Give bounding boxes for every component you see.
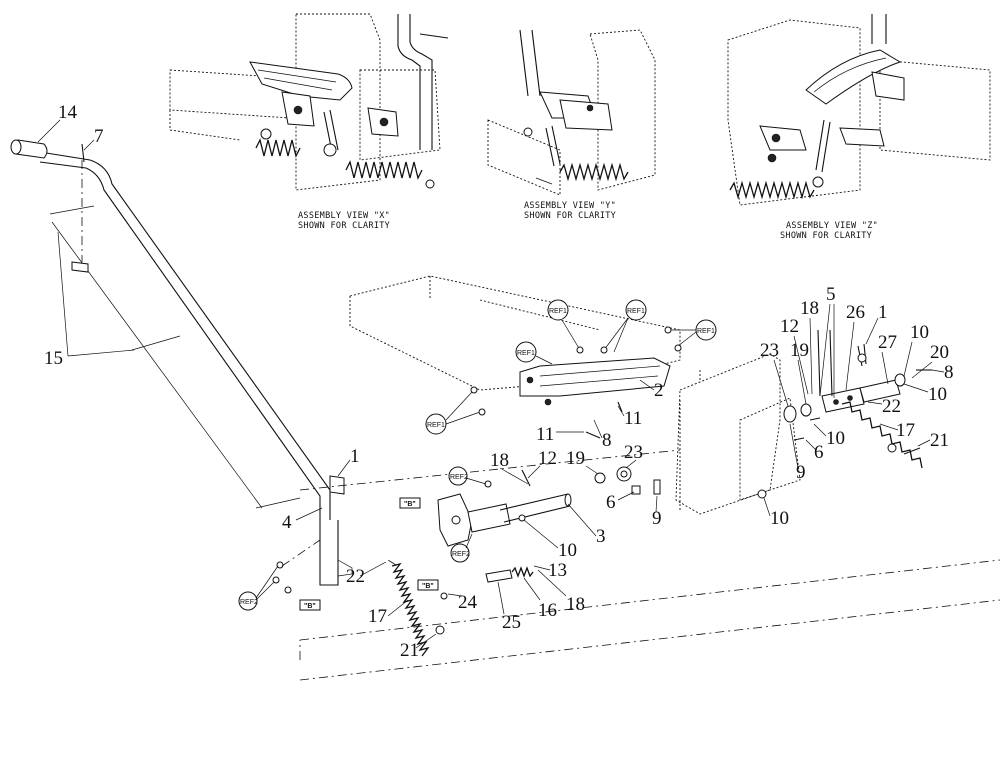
callout-23-mid: 23: [624, 442, 643, 463]
callout-15: 15: [44, 348, 63, 369]
lever-shaft-assembly: REF2 REF2 "B" "B" 3 10 18 12 19 23 6 9 2…: [299, 442, 1000, 681]
callout-23-right: 23: [760, 340, 779, 361]
ref1-tag-3: REF1: [697, 328, 715, 335]
callout-10-top: 10: [910, 322, 929, 343]
callout-27: 27: [878, 332, 897, 353]
callout-21-left: 21: [400, 640, 419, 661]
callout-26: 26: [846, 302, 865, 323]
callout-6-mid: 6: [606, 492, 616, 513]
ref1-tag-4: REF1: [517, 350, 535, 357]
view-y-caption-line1: ASSEMBLY VIEW "Y": [524, 201, 616, 211]
callout-8-right: 8: [944, 362, 954, 383]
ref2-tag-lower: REF2: [452, 551, 470, 558]
view-y-caption-line2: SHOWN FOR CLARITY: [524, 211, 616, 221]
callout-11-left: 11: [536, 424, 554, 445]
callout-24: 24: [458, 592, 478, 613]
callout-4: 4: [282, 512, 292, 533]
callout-10-right: 10: [928, 384, 947, 405]
callout-17-left: 17: [368, 606, 387, 627]
callout-9-right: 9: [796, 462, 806, 483]
ref2-tag-left: REF2: [240, 599, 258, 606]
right-plate-assembly: 10 23 19 12 18 5 26 1 10: [675, 284, 954, 529]
callout-18-lower: 18: [566, 594, 585, 615]
callout-13: 13: [548, 560, 567, 581]
callout-18-right: 18: [800, 298, 819, 319]
callout-10-bottom: 10: [770, 508, 789, 529]
frame-and-bumper: 2 REF1 REF1 REF1 REF1 REF1 11 8 11: [349, 275, 717, 451]
callout-10-mid-right: 10: [826, 428, 845, 449]
callout-12-mid: 12: [538, 448, 557, 469]
callout-8-mid: 8: [602, 430, 612, 451]
assembly-view-z: ASSEMBLY VIEW "Z" SHOWN FOR CLARITY: [727, 14, 991, 241]
callout-19-right: 19: [790, 340, 809, 361]
b-tag-lower: "B": [422, 583, 434, 590]
b-tag-left: "B": [304, 603, 316, 610]
ref1-tag-1: REF1: [549, 308, 567, 315]
callout-2: 2: [654, 380, 664, 401]
view-z-caption-line1: ASSEMBLY VIEW "Z": [786, 221, 878, 231]
callout-20: 20: [930, 342, 949, 363]
callout-11-right: 11: [624, 408, 642, 429]
ref2-hardware-left: REF2 "B": [238, 539, 321, 611]
callout-9-mid: 9: [652, 508, 662, 529]
left-spring-assembly: 22 17 21: [346, 559, 445, 661]
callout-18-mid: 18: [490, 450, 509, 471]
callout-6-right: 6: [814, 442, 824, 463]
callout-14: 14: [58, 102, 78, 123]
assembly-view-x: ASSEMBLY VIEW "X" SHOWN FOR CLARITY: [169, 13, 449, 231]
callout-16: 16: [538, 600, 557, 621]
view-x-caption-line2: SHOWN FOR CLARITY: [298, 221, 390, 231]
callout-10-left: 10: [558, 540, 577, 561]
callout-12-right: 12: [780, 316, 799, 337]
callout-3: 3: [596, 526, 606, 547]
callout-25: 25: [502, 612, 521, 633]
view-x-caption-line1: ASSEMBLY VIEW "X": [298, 211, 390, 221]
control-handle: 14 7 15 1 4: [10, 102, 360, 586]
b-tag-mid: "B": [404, 501, 416, 508]
callout-22-right: 22: [882, 396, 901, 417]
view-z-caption-line2: SHOWN FOR CLARITY: [780, 231, 872, 241]
callout-22-left: 22: [346, 566, 365, 587]
callout-1-right: 1: [878, 302, 888, 323]
callout-19-mid: 19: [566, 448, 585, 469]
callout-7: 7: [94, 126, 104, 147]
callout-5: 5: [826, 284, 836, 305]
ref1-tag-2: REF1: [627, 308, 645, 315]
callout-1-left: 1: [350, 446, 360, 467]
callout-21-right: 21: [930, 430, 949, 451]
ref1-tag-5: REF1: [427, 422, 445, 429]
ref2-tag-upper: REF2: [450, 474, 468, 481]
callout-17-right: 17: [896, 420, 915, 441]
assembly-view-y: ASSEMBLY VIEW "Y" SHOWN FOR CLARITY: [487, 29, 656, 221]
